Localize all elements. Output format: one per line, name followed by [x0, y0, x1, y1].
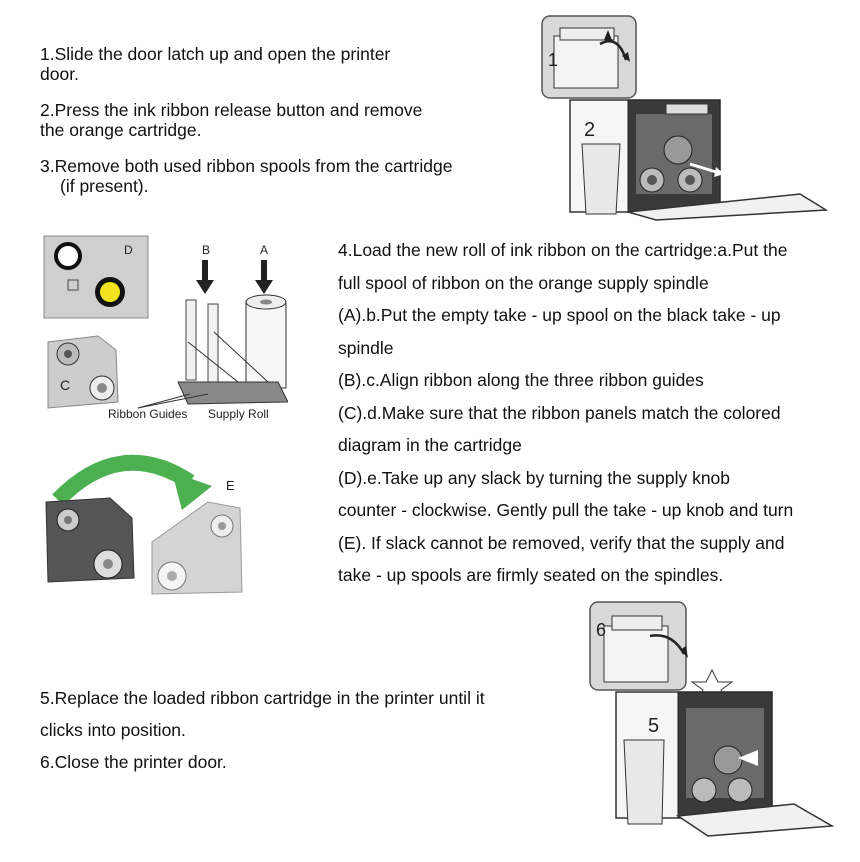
- printer-door-bottom: [675, 803, 835, 837]
- svg-text:2: 2: [584, 119, 595, 141]
- svg-text:Supply Roll: Supply Roll: [208, 407, 269, 421]
- svg-text:D: D: [124, 243, 133, 257]
- step-1-text: 1.Slide the door latch up and open the p…: [40, 44, 391, 84]
- step-5-6-text: 5.Replace the loaded ribbon cartridge in…: [40, 688, 485, 772]
- green-curved-arrow-icon: [52, 454, 195, 506]
- svg-text:C: C: [60, 377, 70, 393]
- spindle-ring: [54, 242, 82, 270]
- spindle-yellow: [100, 282, 120, 302]
- svg-text:1: 1: [548, 50, 558, 70]
- supply-roll: [245, 301, 287, 389]
- down-arrow-a-icon: [255, 280, 273, 294]
- svg-text:B: B: [202, 243, 210, 257]
- insert-arrow-icon: [738, 750, 758, 766]
- step-3-text: 3.Remove both used ribbon spools from th…: [40, 156, 453, 196]
- svg-text:6: 6: [596, 620, 606, 640]
- right-arrow-icon: [714, 167, 724, 177]
- step-2-text: 2.Press the ink ribbon release button an…: [40, 100, 423, 140]
- printer-door-side: [581, 143, 621, 215]
- svg-text:E: E: [226, 478, 235, 493]
- step-4-text: 4.Load the new roll of ink ribbon on the…: [338, 240, 794, 585]
- cartridge-rotation-figure: E: [40, 442, 252, 604]
- ribbon-spindle-figure: D C B A Ribbon Guides Supply Roll: [38, 232, 288, 424]
- svg-text:A: A: [260, 243, 268, 257]
- printer-small-body: [553, 35, 619, 89]
- up-arrow-icon: [604, 30, 612, 40]
- down-arrow-b-icon: [196, 280, 214, 294]
- printer-open-door-figure: 1 2: [540, 14, 840, 226]
- svg-text:5: 5: [648, 715, 659, 737]
- svg-text:Ribbon Guides: Ribbon Guides: [108, 407, 187, 421]
- printer-closing-figure: 6 5: [588, 600, 838, 840]
- ribbon-tray: [177, 381, 288, 405]
- printer-door-open: [627, 193, 829, 221]
